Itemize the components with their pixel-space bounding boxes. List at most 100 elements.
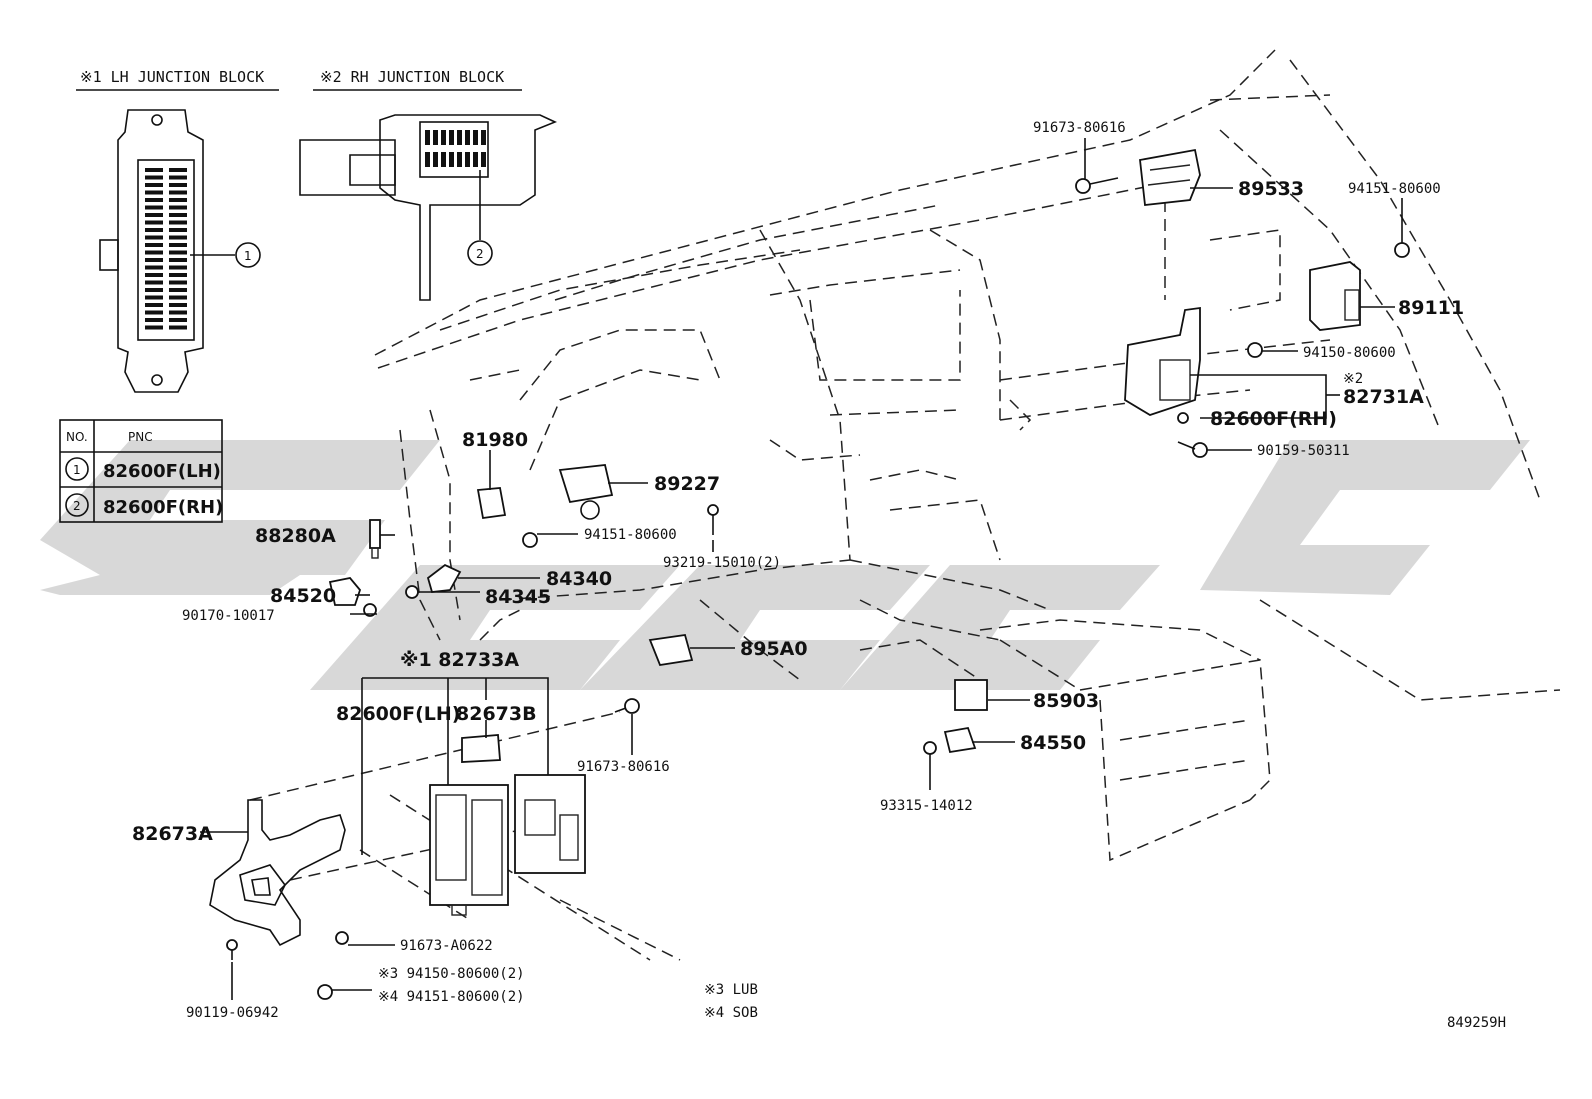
label-90170-10017: 90170-10017: [182, 608, 275, 624]
label-91673-80616-low: 91673-80616: [577, 759, 670, 775]
part-89111-drawing: [1309, 261, 1361, 331]
connector-slot: [481, 130, 486, 145]
module-bracket-assembly: [209, 711, 681, 961]
connector-slot: [145, 325, 163, 330]
connector-slot: [449, 130, 454, 145]
rh-junction-block-header: ※2 RH JUNCTION BLOCK: [320, 68, 504, 86]
connector-slot: [465, 152, 470, 167]
label-84520: 84520: [270, 585, 336, 607]
connector-slot: [433, 130, 438, 145]
callout-2-marker: [467, 240, 493, 266]
connector-slot: [169, 325, 187, 330]
connector-slot: [169, 175, 187, 180]
lh-junction-block-header: ※1 LH JUNCTION BLOCK: [80, 68, 264, 86]
part-81980-drawing: [476, 465, 507, 520]
label-94151-80600-2: ※4 94151-80600(2): [378, 989, 525, 1005]
label-82731A: 82731A: [1343, 386, 1424, 408]
label-91673-A0622: 91673-A0622: [400, 938, 493, 954]
label-82731A-note: ※2: [1343, 371, 1363, 387]
connector-slot: [145, 228, 163, 232]
label-82733A: ※1 82733A: [400, 649, 519, 671]
connector-slot: [169, 250, 187, 255]
connector-slot: [169, 213, 187, 217]
part-89227-drawing: [558, 464, 614, 520]
connector-slot: [145, 288, 163, 292]
fasteners: [226, 177, 1410, 1000]
connector-slot: [465, 130, 470, 145]
table-row-2-pnc: 82600F(RH): [103, 497, 223, 518]
connector-slot: [145, 295, 163, 300]
part-895A0-drawing: [648, 633, 694, 666]
connector-slot: [169, 265, 187, 270]
connector-slot: [145, 190, 163, 195]
label-895A0: 895A0: [740, 638, 808, 660]
label-84340: 84340: [546, 568, 612, 590]
figure-id: 849259H: [1447, 1015, 1506, 1031]
label-81980: 81980: [462, 429, 528, 451]
connector-slot: [145, 318, 163, 322]
connector-slot: [441, 130, 446, 145]
connector-slot: [145, 273, 163, 277]
connector-slot: [441, 152, 446, 167]
connector-slot: [145, 258, 163, 262]
connector-slot: [169, 280, 187, 285]
connector-slot: [169, 243, 187, 247]
label-94151-80600-right: 94151-80600: [1348, 181, 1441, 197]
connector-slot: [145, 265, 163, 270]
connector-slot: [169, 168, 187, 172]
leader-lines: [200, 138, 1403, 1000]
label-89533: 89533: [1238, 178, 1304, 200]
note-lub: ※3 LUB: [704, 982, 758, 998]
label-90159-50311: 90159-50311: [1257, 443, 1350, 459]
connector-slot: [457, 130, 462, 145]
connector-slot: [169, 190, 187, 195]
label-94150-80600: 94150-80600: [1303, 345, 1396, 361]
label-94150-80600-2: ※3 94150-80600(2): [378, 966, 525, 982]
part-84340-drawing: [426, 563, 462, 593]
label-85903: 85903: [1033, 690, 1099, 712]
part-82731A-drawing: [1124, 306, 1201, 416]
connector-slot: [169, 220, 187, 225]
lh-junction-block-drawing: [99, 109, 204, 393]
label-91673-80616-top: 91673-80616: [1033, 120, 1126, 136]
label-93315-14012: 93315-14012: [880, 798, 973, 814]
connector-slot: [169, 310, 187, 315]
table-row-2-no: 2: [73, 499, 81, 513]
connector-slot: [145, 303, 163, 307]
rh-junction-block-drawing: [299, 114, 558, 301]
connector-slot: [169, 258, 187, 262]
note-sob: ※4 SOB: [704, 1005, 758, 1021]
label-93219-15010: 93219-15010(2): [663, 555, 781, 571]
callout-1-marker: [235, 242, 261, 268]
label-90119-06942: 90119-06942: [186, 1005, 279, 1021]
connector-slot: [481, 152, 486, 167]
connector-slot: [425, 152, 430, 167]
connector-slot: [457, 152, 462, 167]
connector-slot: [169, 295, 187, 300]
label-82600F-RH: 82600F(RH): [1210, 408, 1337, 430]
part-84520-drawing: [328, 577, 362, 606]
connector-slot: [145, 235, 163, 240]
label-84345: 84345: [485, 586, 551, 608]
connector-slot: [169, 303, 187, 307]
callout-2-label: 2: [476, 247, 484, 261]
connector-slot: [145, 168, 163, 172]
connector-slot: [169, 228, 187, 232]
label-89227: 89227: [654, 473, 720, 495]
label-82673B: 82673B: [456, 703, 537, 725]
table-header-no: NO.: [66, 430, 88, 444]
connector-slot: [473, 130, 478, 145]
connector-slot: [145, 213, 163, 217]
instrument-panel-outline: [374, 49, 1561, 862]
callout-1-label: 1: [244, 249, 252, 263]
connector-slot: [425, 130, 430, 145]
connector-slot: [145, 205, 163, 210]
connector-slot: [169, 205, 187, 210]
label-89111: 89111: [1398, 297, 1464, 319]
connector-slot: [145, 183, 163, 187]
connector-slot: [169, 288, 187, 292]
connector-slot: [145, 243, 163, 247]
part-89533-drawing: [1139, 148, 1201, 206]
connector-slot: [145, 250, 163, 255]
